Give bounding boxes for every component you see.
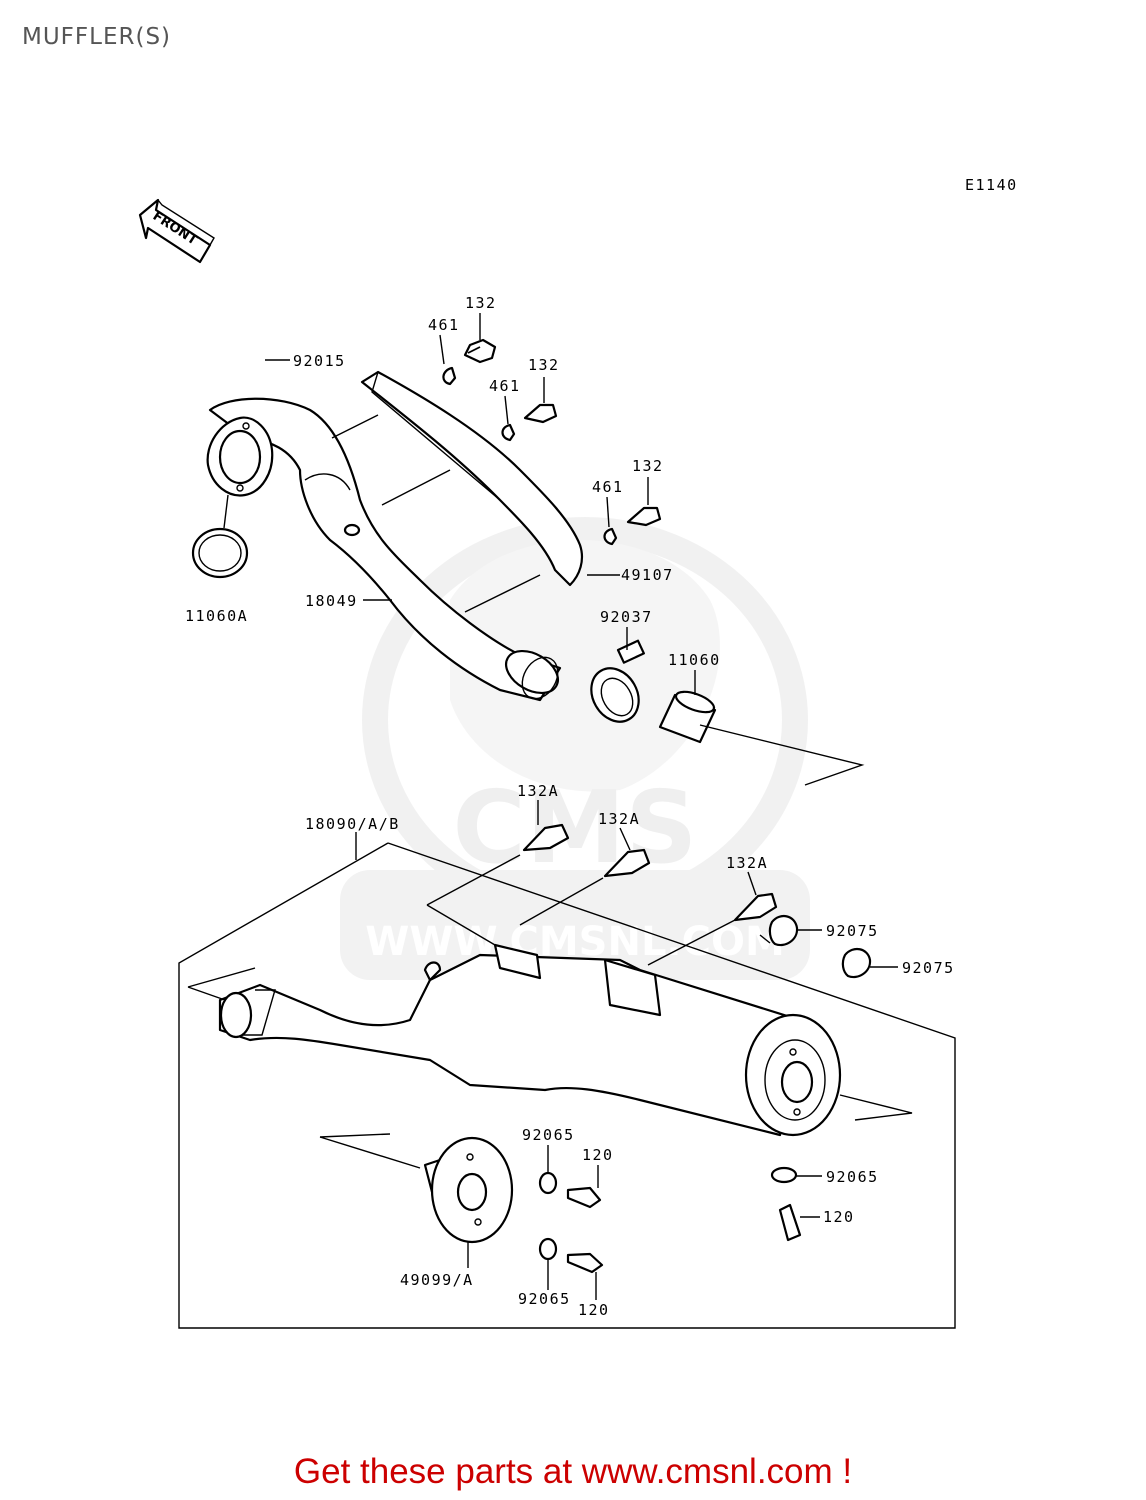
- part-labels: 92015 461 132 132 461 132 461 49107 1106…: [185, 294, 955, 1319]
- screw-120-a: [566, 1186, 602, 1209]
- label-92065-b: 92065: [826, 1168, 879, 1186]
- label-461-a: 461: [428, 316, 460, 334]
- bolt-132A-2: [603, 848, 651, 878]
- label-132-b: 132: [528, 356, 560, 374]
- label-18049: 18049: [305, 592, 358, 610]
- washer-461-mid: [501, 423, 516, 442]
- label-92065-a: 92065: [522, 1126, 575, 1144]
- label-92075-b: 92075: [902, 959, 955, 977]
- assembly-frame: [178, 842, 956, 1329]
- label-132-a: 132: [465, 294, 497, 312]
- label-92037: 92037: [600, 608, 653, 626]
- grommet-92075-a: [768, 914, 799, 947]
- gasket-11060A: [191, 494, 249, 579]
- label-120-a: 120: [582, 1146, 614, 1164]
- grommet-92075-b: [841, 947, 872, 979]
- screw-120-c: [566, 1252, 604, 1274]
- label-92065-c: 92065: [518, 1290, 571, 1308]
- label-11060A: 11060A: [185, 607, 248, 625]
- bolt-132-top: [463, 338, 497, 364]
- washer-461-low: [603, 527, 618, 546]
- washer-92065-a: [538, 1171, 558, 1195]
- label-120-b: 120: [823, 1208, 855, 1226]
- washer-92065-c: [538, 1237, 558, 1261]
- heat-guard-49107: [360, 370, 584, 587]
- label-132A-a: 132A: [517, 782, 559, 800]
- washer-461-top: [442, 366, 457, 386]
- screw-120-b: [778, 1203, 802, 1242]
- diagram-code: E1140: [965, 176, 1018, 194]
- label-132A-b: 132A: [598, 810, 640, 828]
- bolt-132-mid: [523, 403, 558, 424]
- muffler-guide-lines: [187, 854, 913, 1121]
- label-132-c: 132: [632, 457, 664, 475]
- leader-lines: [265, 313, 898, 1300]
- page-title: MUFFLER(S): [22, 24, 172, 50]
- label-92015: 92015: [293, 352, 346, 370]
- label-92075-a: 92075: [826, 922, 879, 940]
- label-18090: 18090/A/B: [305, 815, 400, 833]
- upper-guide-lines: [331, 414, 865, 786]
- label-49099: 49099/A: [400, 1271, 474, 1289]
- muffler-18090: [218, 943, 842, 1137]
- clamp-92037: [590, 639, 645, 723]
- washer-92065-b: [770, 1166, 798, 1184]
- front-arrow-icon: FRONT: [138, 198, 215, 264]
- label-11060: 11060: [668, 651, 721, 669]
- label-49107: 49107: [621, 566, 674, 584]
- label-120-c: 120: [578, 1301, 610, 1319]
- bolt-132-low: [626, 506, 662, 527]
- label-461-c: 461: [592, 478, 624, 496]
- bolt-132A-3: [733, 892, 778, 922]
- bolt-132A-1: [522, 823, 570, 852]
- watermark-brand: CMS: [453, 769, 698, 886]
- label-132A-c: 132A: [726, 854, 768, 872]
- sleeve-11060: [658, 690, 717, 744]
- label-461-b: 461: [489, 377, 521, 395]
- exhaust-pipe-18049: [206, 397, 562, 702]
- end-cap-49099: [319, 1133, 514, 1244]
- promo-link[interactable]: Get these parts at www.cmsnl.com !: [293, 1452, 853, 1491]
